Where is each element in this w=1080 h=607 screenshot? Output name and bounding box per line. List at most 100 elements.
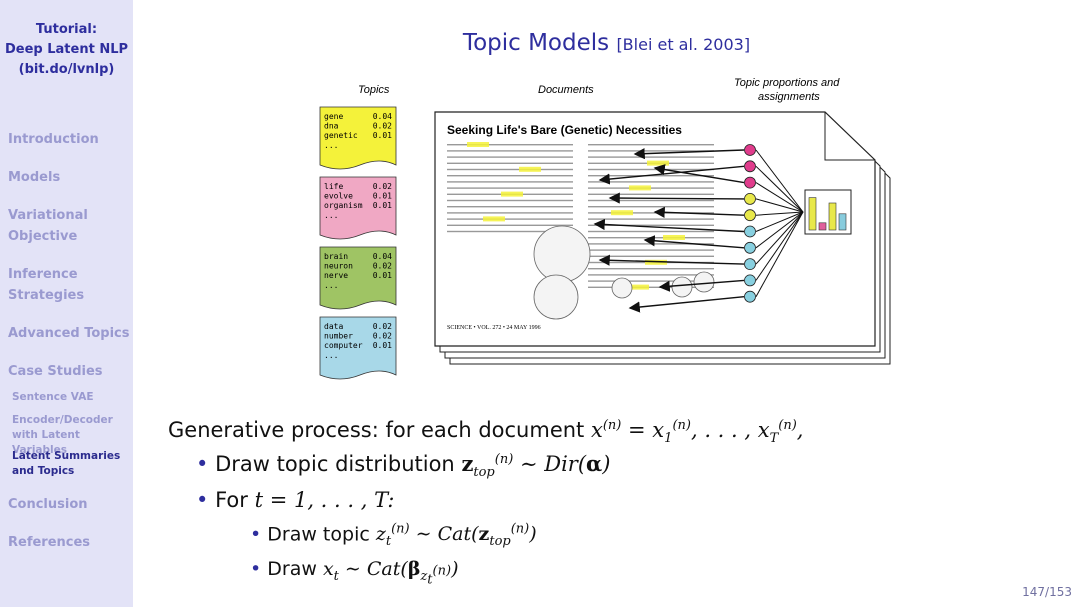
topic-prob: 0.02 (373, 122, 392, 131)
topic-prob: 0.01 (373, 271, 392, 280)
topic-prob: 0.02 (373, 322, 392, 331)
doc-line (447, 212, 573, 214)
doc-highlight (629, 185, 651, 191)
assignment-circle (744, 258, 756, 271)
sidebar-item-models[interactable]: Models (8, 170, 61, 185)
doc-line (447, 187, 573, 189)
sidebar-item-case-studies[interactable]: Case Studies (8, 364, 103, 379)
slide-citation: [Blei et al. 2003] (616, 35, 751, 54)
assignment-circle (744, 160, 756, 173)
sidebar-item-introduction[interactable]: Introduction (8, 132, 99, 147)
doc-line (588, 286, 714, 288)
assignment-arrow (598, 254, 745, 266)
doc-line (447, 144, 573, 146)
sidebar-title-line: (bit.do/lvnlp) (18, 62, 115, 77)
topic-prob: 0.04 (373, 112, 392, 121)
doc-diagram-circle (611, 277, 633, 299)
sidebar-subitem-latent-summaries[interactable]: Latent Summaries (12, 450, 121, 462)
doc-line (588, 224, 714, 226)
bullet-draw-topic: • Draw topic zt(n) ∼ Cat(ztop(n)) (250, 522, 537, 549)
doc-line (588, 237, 714, 239)
assignment-arrow (628, 296, 745, 313)
topic-word: organism (324, 201, 363, 210)
doc-line (588, 206, 714, 208)
assignment-circle (744, 176, 756, 189)
sidebar-subitem-sentence-vae[interactable]: Sentence VAE (12, 391, 94, 403)
bullet-text: Draw topic (267, 523, 370, 546)
sidebar-item-objective[interactable]: Objective (8, 229, 78, 244)
proportion-link (755, 149, 804, 213)
doc-line (588, 280, 714, 282)
topic-ellipsis: ... (324, 351, 338, 360)
doc-diagram-circle (533, 225, 591, 283)
topic-card-bg (319, 106, 397, 170)
sidebar-item-inference[interactable]: Inference (8, 267, 78, 282)
sidebar-title[interactable]: Tutorial: Deep Latent NLP (bit.do/lvnlp) (0, 20, 133, 80)
proportion-link (755, 211, 804, 232)
doc-line (447, 150, 573, 152)
doc-line (588, 181, 714, 183)
assignment-arrow (633, 148, 745, 160)
bullet-dot: • (250, 523, 262, 546)
doc-line (588, 193, 714, 195)
doc-line (447, 224, 573, 226)
doc-highlight (627, 284, 649, 290)
doc-highlight (501, 191, 523, 197)
proportion-link (755, 211, 804, 265)
bullet-text: Draw topic distribution (215, 452, 455, 476)
sidebar-subitem-encoder-decoder[interactable]: Encoder/Decoder (12, 414, 113, 426)
doc-line (588, 199, 714, 202)
proportion-link (755, 211, 804, 216)
topic-prob: 0.01 (373, 131, 392, 140)
topic-proportions-chart (804, 189, 852, 235)
proportion-bar (828, 202, 837, 231)
doc-line (588, 150, 714, 152)
assignment-circle (744, 144, 756, 156)
assignment-arrow (598, 165, 745, 185)
doc-line (588, 274, 714, 276)
proportion-link (755, 198, 804, 213)
bullet-draw-topic-distribution: • Draw topic distribution ztop(n) ∼ Dir(… (196, 451, 610, 480)
assignment-circle (744, 241, 756, 254)
assignment-arrow (593, 218, 745, 233)
doc-diagram-circle (533, 274, 579, 320)
doc-highlight (645, 259, 667, 265)
doc-highlight (647, 160, 669, 166)
topic-word: evolve (324, 192, 353, 201)
sidebar-item-strategies[interactable]: Strategies (8, 288, 85, 303)
doc-line (447, 181, 573, 183)
topic-prob: 0.01 (373, 341, 392, 350)
topic-ellipsis: ... (324, 211, 338, 220)
sidebar-subitem-encoder-decoder-2[interactable]: with Latent Variables (12, 429, 80, 456)
topic-word: neuron (324, 262, 353, 271)
sidebar-item-variational[interactable]: Variational (8, 208, 88, 223)
doc-line (588, 255, 714, 257)
assignment-circle (744, 209, 756, 222)
document-stack: Seeking Life's Bare (Genetic) Necessitie… (434, 111, 891, 365)
bullet-for-t: • For t = 1, . . . , T: (196, 488, 394, 512)
doc-line (588, 212, 714, 214)
sidebar-title-line: Deep Latent NLP (4, 42, 129, 57)
sidebar-item-advanced-topics[interactable]: Advanced Topics (8, 326, 130, 341)
doc-highlight (519, 166, 541, 172)
proportion-link (755, 165, 804, 213)
label-documents: Documents (538, 84, 594, 96)
doc-line (588, 168, 714, 171)
proportion-bar (838, 213, 847, 231)
topic-word: life (324, 182, 343, 191)
doc-line (447, 175, 573, 177)
doc-line (447, 218, 573, 220)
sidebar-item-references[interactable]: References (8, 535, 91, 550)
sidebar-subitem-latent-summaries-2[interactable]: and Topics (12, 465, 75, 477)
label-proportions: Topic proportions and (734, 77, 840, 89)
topic-card-bg (319, 246, 397, 310)
topic-prob: 0.02 (373, 332, 392, 341)
label-assignments: assignments (758, 91, 820, 103)
topic-card-bg (319, 316, 397, 380)
topic-word: brain (324, 252, 348, 261)
topic-ellipsis: ... (324, 141, 338, 150)
sidebar-item-conclusion[interactable]: Conclusion (8, 497, 88, 512)
